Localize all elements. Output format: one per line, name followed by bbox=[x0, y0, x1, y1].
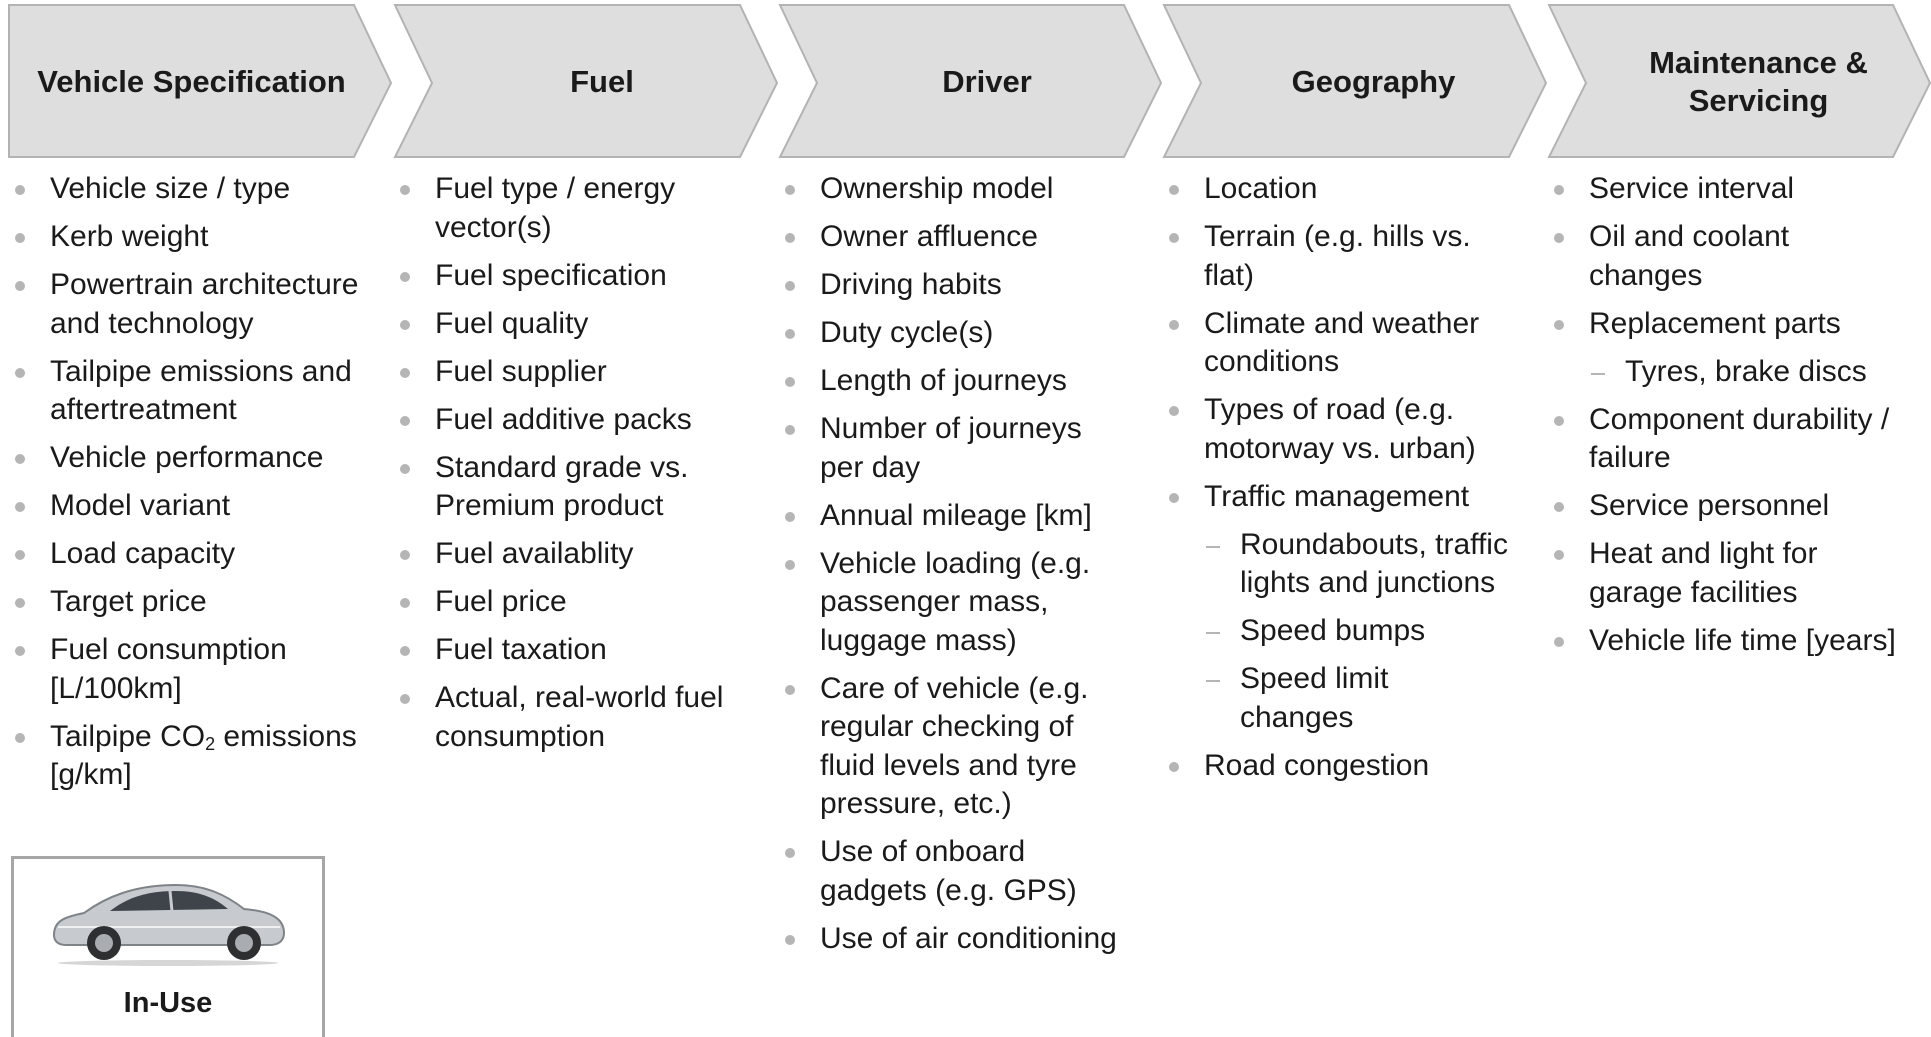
sub-bullet-item: Speed limit changes bbox=[1164, 660, 1509, 737]
chevron-fuel bbox=[393, 4, 779, 158]
bullet-item: Vehicle size / type bbox=[10, 170, 365, 209]
stage-title-maintenance-servicing: Maintenance & Servicing bbox=[1649, 45, 1868, 118]
bullet-item: Use of onboard gadgets (e.g. GPS) bbox=[780, 833, 1130, 910]
in-use-box: In-Use bbox=[11, 856, 325, 1037]
bullet-item: Types of road (e.g. motorway vs. urban) bbox=[1164, 391, 1509, 468]
bullet-item: Load capacity bbox=[10, 535, 365, 574]
bullet-item: Model variant bbox=[10, 487, 365, 526]
bullet-text-continued: emissions [g/km] bbox=[50, 719, 357, 792]
bullet-item: Use of air conditioning bbox=[780, 920, 1130, 959]
bullet-item: Owner affluence bbox=[780, 218, 1130, 257]
car-image bbox=[52, 883, 286, 966]
bullet-item: Fuel taxation bbox=[395, 631, 740, 670]
bullet-item: Road congestion bbox=[1164, 747, 1509, 786]
bullet-item: Service interval bbox=[1549, 170, 1899, 209]
bullet-item: Vehicle loading (e.g. passenger mass, lu… bbox=[780, 545, 1130, 661]
chevron-geography bbox=[1162, 4, 1548, 158]
bullet-item: Annual mileage [km] bbox=[780, 497, 1130, 536]
subscript: 2 bbox=[205, 733, 216, 754]
bullet-item: Standard grade vs. Premium product bbox=[395, 449, 740, 526]
stage-title-geography: Geography bbox=[1291, 64, 1456, 99]
bullet-item: Fuel quality bbox=[395, 305, 740, 344]
bullet-item: Location bbox=[1164, 170, 1509, 209]
bullet-item: Vehicle performance bbox=[10, 439, 365, 478]
bullet-text: Tailpipe CO bbox=[50, 719, 206, 753]
sub-bullet-item: Tyres, brake discs bbox=[1549, 353, 1899, 392]
bullet-item: Number of journeys per day bbox=[780, 410, 1130, 487]
bullet-item: Tailpipe emissions and aftertreatment bbox=[10, 353, 365, 430]
stage-title-vehicle-specification: Vehicle Specification bbox=[37, 64, 346, 99]
chevron-driver bbox=[778, 4, 1163, 158]
bullet-item: Climate and weather conditions bbox=[1164, 305, 1509, 382]
bullet-item: Driving habits bbox=[780, 266, 1130, 305]
bullet-item: Ownership model bbox=[780, 170, 1130, 209]
bullet-item: Care of vehicle (e.g. regular checking o… bbox=[780, 670, 1130, 824]
chevron-maintenance-servicing bbox=[1547, 4, 1931, 158]
bullet-item: Fuel supplier bbox=[395, 353, 740, 392]
column-fuel: Fuel type / energy vector(s) Fuel specifi… bbox=[395, 170, 740, 766]
bullet-item: Terrain (e.g. hills vs. flat) bbox=[1164, 218, 1509, 295]
bullet-item: Fuel additive packs bbox=[395, 401, 740, 440]
bullet-item: Powertrain architecture and technology bbox=[10, 266, 365, 343]
bullet-item: Length of journeys bbox=[780, 362, 1130, 401]
bullet-item: Component durability / failure bbox=[1549, 401, 1899, 478]
bullet-item: Fuel type / energy vector(s) bbox=[395, 170, 740, 247]
bullet-item: Duty cycle(s) bbox=[780, 314, 1130, 353]
bullet-item: Fuel consumption [L/100km] bbox=[10, 631, 365, 708]
bullet-item: Fuel availablity bbox=[395, 535, 740, 574]
sub-bullet-item: Speed bumps bbox=[1164, 612, 1509, 651]
bullet-item: Heat and light for garage facilities bbox=[1549, 535, 1899, 612]
stage-title-driver: Driver bbox=[942, 64, 1032, 99]
bullet-item: Replacement parts bbox=[1549, 305, 1899, 344]
bullet-item: Target price bbox=[10, 583, 365, 622]
bullet-item: Traffic management bbox=[1164, 478, 1509, 517]
stage-title-fuel: Fuel bbox=[570, 64, 634, 99]
bullet-item: Service personnel bbox=[1549, 487, 1899, 526]
sub-bullet-item: Roundabouts, traffic lights and junction… bbox=[1164, 526, 1509, 603]
bullet-item: Fuel price bbox=[395, 583, 740, 622]
bullet-item: Kerb weight bbox=[10, 218, 365, 257]
chevron-vehicle-specification bbox=[8, 4, 393, 158]
bullet-item: Actual, real-world fuel consumption bbox=[395, 679, 740, 756]
bullet-item: Vehicle life time [years] bbox=[1549, 622, 1899, 661]
in-use-label: In-Use bbox=[123, 987, 213, 1019]
bullet-item: Fuel specification bbox=[395, 257, 740, 296]
bullet-item: Oil and coolant changes bbox=[1549, 218, 1899, 295]
bullet-item: Tailpipe CO2 emissions [g/km] bbox=[10, 718, 365, 795]
chevron-row bbox=[8, 4, 1931, 158]
